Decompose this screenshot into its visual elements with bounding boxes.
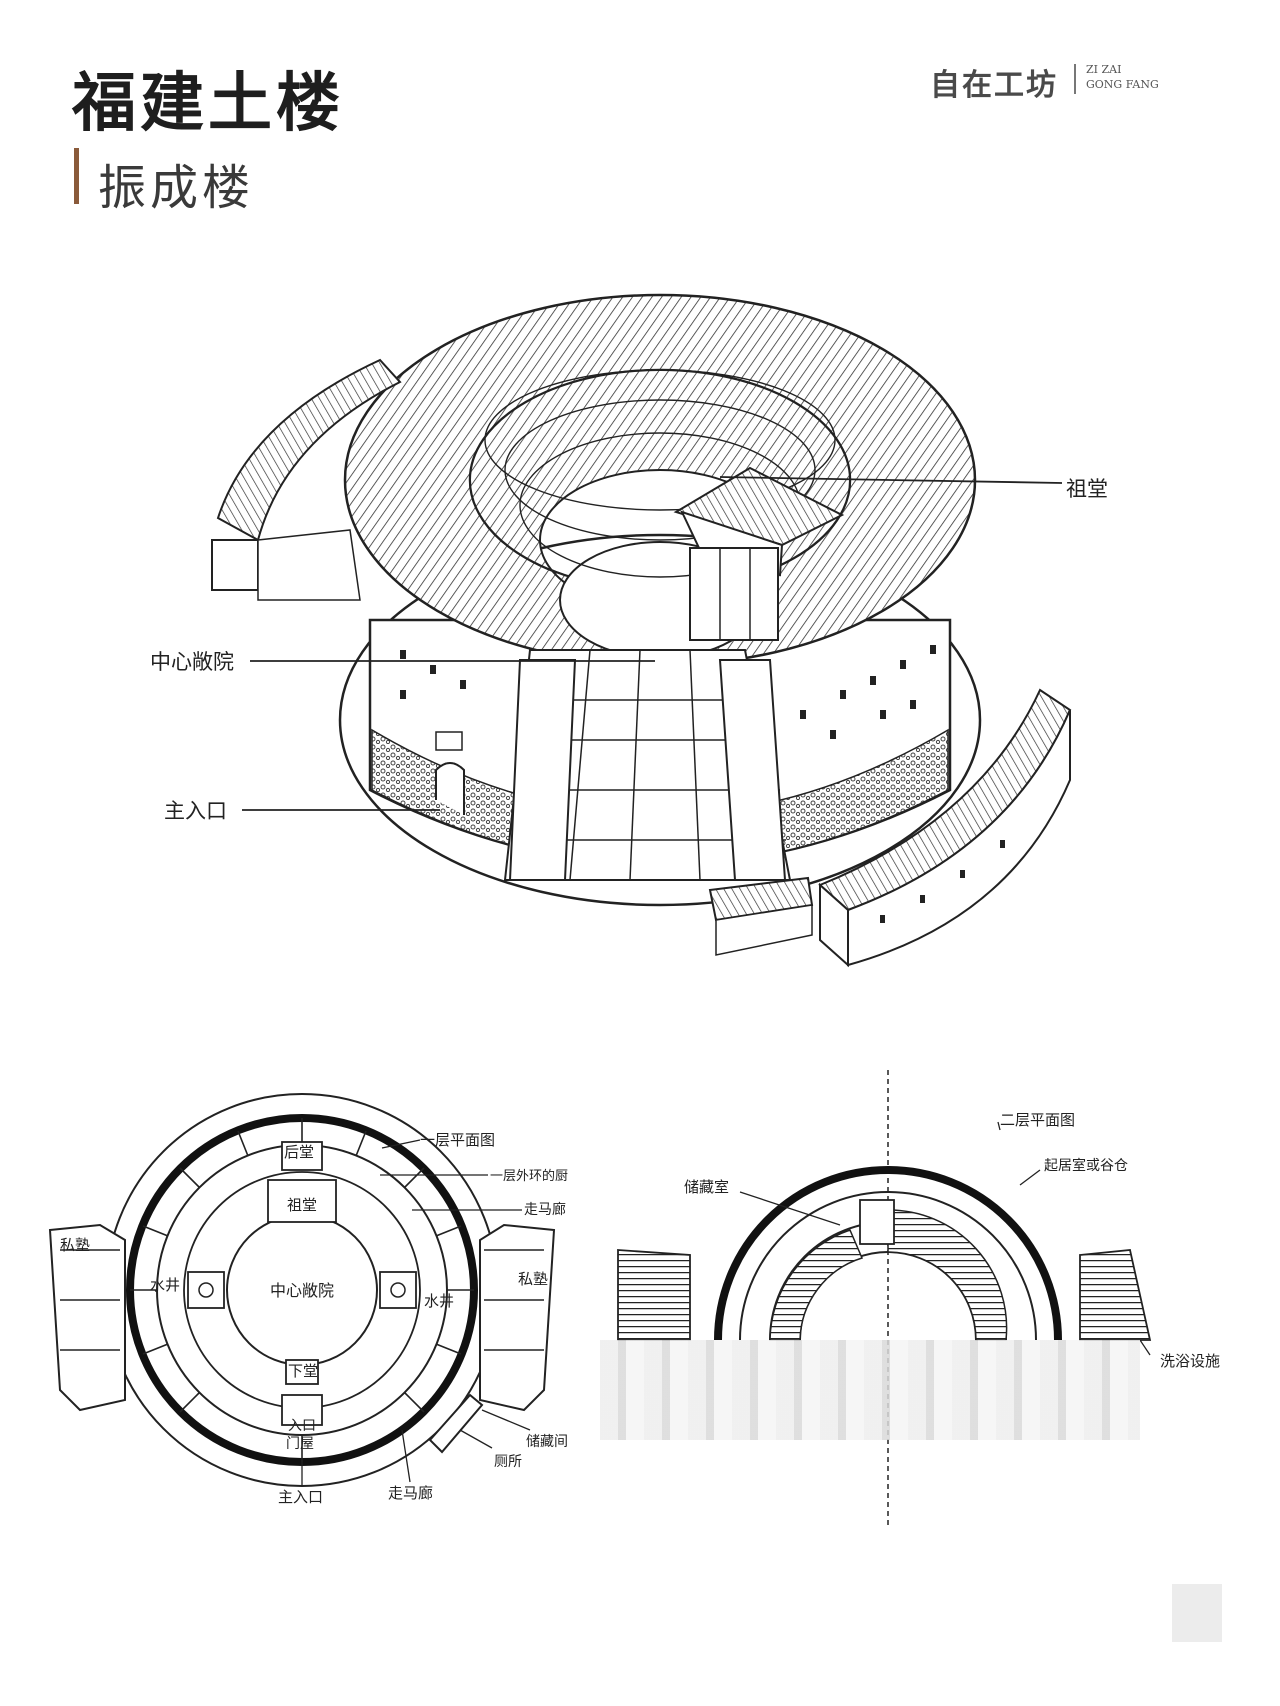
label-bath: 洗浴设施 [1160,1352,1220,1370]
label-outer-kitchen: 一层外环的厨 [490,1168,568,1184]
right-school-annex [479,1223,556,1412]
label-living-granary: 起居室或谷仓 [1044,1157,1128,1174]
label-plan-ancestral-hall: 祖堂 [287,1196,317,1214]
label-toilet: 厕所 [494,1454,522,1470]
ancestral-hall-body [689,547,779,641]
page-title: 福建土楼 [72,66,344,141]
label-lower-hall: 下堂 [288,1362,318,1380]
label-corridor: 走马廊 [524,1201,566,1218]
corner-mark [1172,1584,1222,1642]
label-plan-courtyard: 中心敞院 [270,1281,334,1300]
left-annex-roof [216,358,402,542]
subtitle-accent-bar [74,148,79,204]
label-entry: 入口 [288,1418,316,1434]
wall-windows [400,645,936,739]
label-well-left: 水井 [150,1276,180,1294]
obscured-region [600,1340,1140,1440]
label-school-right: 私塾 [518,1270,548,1288]
second-floor-plan: 二层平面图 起居室或谷仓 储藏室 洗浴设施 [617,1070,1220,1525]
axonometric-drawing: 祖堂 中心敞院 主入口 [150,293,1108,968]
radial-partitions [130,1118,474,1462]
label-central-courtyard: 中心敞院 [150,650,234,674]
label-plan1-title: 一层平面图 [420,1131,495,1149]
label-plan-main-entrance: 主入口 [278,1488,323,1506]
label-main-entrance: 主入口 [164,799,227,823]
brand-english: ZI ZAI GONG FANG [1086,62,1159,92]
label-storage: 储藏间 [526,1434,568,1450]
page-subtitle: 振成楼 [98,160,255,216]
brand-english-line2: GONG FANG [1086,78,1159,91]
second-floor-rooms [887,1209,1008,1341]
label-school-left: 私塾 [60,1236,90,1254]
left-school-annex [48,1223,126,1412]
main-door [435,762,465,815]
brand-logo-text: 自在工坊 [930,68,1058,103]
signboard [435,731,463,751]
label-gatehouse: 门屋 [286,1436,314,1452]
label-well-right: 水井 [424,1292,454,1310]
label-ancestral-hall: 祖堂 [1066,477,1108,501]
label-rear-hall: 后堂 [284,1143,314,1161]
toilet-block [428,1393,484,1454]
label-storage-room: 储藏室 [684,1178,729,1196]
first-floor-plan: 一层平面图 一层外环的厨 走马廊 后堂 祖堂 中心敞院 水井 水井 私塾 私塾 … [48,1093,568,1506]
label-plan2-title: 二层平面图 [1000,1111,1075,1129]
label-corridor-bottom: 走马廊 [388,1484,433,1502]
brand-divider [1074,64,1076,94]
brand-english-line1: ZI ZAI [1086,63,1122,76]
